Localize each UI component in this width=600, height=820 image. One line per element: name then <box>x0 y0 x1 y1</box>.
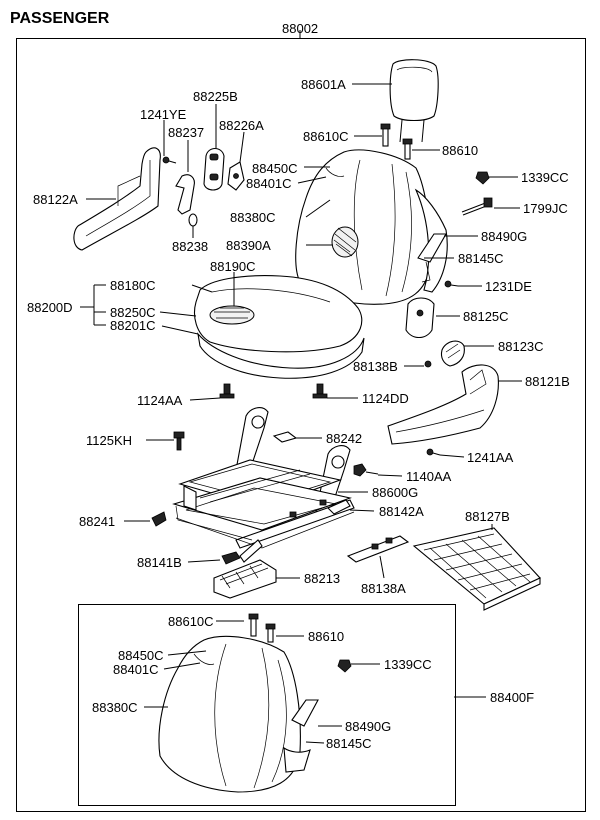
part-label-88238: 88238 <box>172 239 209 254</box>
bracket-88142a <box>327 499 351 515</box>
assembly-number-label: 88002 <box>282 21 319 36</box>
bolt-1140aa <box>353 463 379 477</box>
outer-frame <box>16 38 586 812</box>
part-label-88610: 88610 <box>442 143 479 158</box>
part-label-88125c: 88125C <box>463 309 509 324</box>
part-label-88490g: 88490G <box>481 229 528 244</box>
part-label-1339cc: 1339CC <box>521 170 569 185</box>
clip-1339cc <box>475 171 490 185</box>
clip-88242 <box>272 431 298 443</box>
part-label-88122a: 88122A <box>33 192 78 207</box>
part-label-88241: 88241 <box>79 514 116 529</box>
sub-part-label-88490g: 88490G <box>345 719 392 734</box>
sub-part-label-1339cc: 1339CC <box>384 657 432 672</box>
part-label-88201c: 88201C <box>110 318 156 333</box>
washer-88138b <box>424 360 432 368</box>
bolt-1124aa <box>219 383 235 399</box>
lever-88226a <box>227 161 245 191</box>
sub-assembly-number-label: 88400F <box>490 690 535 705</box>
sub-seat-back <box>158 635 319 793</box>
part-label-88138b: 88138B <box>353 359 398 374</box>
part-label-1799jc: 1799JC <box>523 201 568 216</box>
part-label-88237: 88237 <box>168 125 205 140</box>
lever-88123c <box>440 340 465 367</box>
part-label-88180c: 88180C <box>110 278 156 293</box>
part-label-88141b: 88141B <box>137 555 182 570</box>
part-label-88142a: 88142A <box>379 504 424 519</box>
recliner-cover-right <box>387 364 499 445</box>
seat-frame <box>172 407 355 549</box>
part-label-1241ye: 1241YE <box>140 107 187 122</box>
sub-part-label-88145c: 88145C <box>326 736 372 751</box>
headrest-guides <box>380 123 413 160</box>
tray-88213 <box>213 559 277 599</box>
clip-88241 <box>151 511 167 527</box>
part-label-88380c: 88380C <box>230 210 276 225</box>
wire-1799jc <box>461 197 493 216</box>
screw-1231de <box>444 280 459 288</box>
seat-cushion <box>193 275 365 379</box>
screw-1241aa <box>426 448 441 456</box>
sub-clip-1339cc <box>337 659 352 673</box>
back-board <box>417 233 447 283</box>
sub-assembly-frame <box>78 604 456 806</box>
part-label-88401c: 88401C <box>246 176 292 191</box>
seat-back <box>295 149 448 305</box>
part-label-88390a: 88390A <box>226 238 271 253</box>
rail-88138a <box>346 535 410 563</box>
screw-1241ye <box>162 156 177 164</box>
part-label-1124aa: 1124AA <box>137 393 183 408</box>
sub-headrest-guides <box>248 613 276 643</box>
part-label-88601a: 88601A <box>301 77 346 92</box>
part-label-88213: 88213 <box>304 571 341 586</box>
part-label-88250c: 88250C <box>110 305 156 320</box>
sub-part-label-88610: 88610 <box>308 629 345 644</box>
sub-part-label-88380c: 88380C <box>92 700 138 715</box>
part-label-88225b: 88225B <box>193 89 238 104</box>
part-label-88145c: 88145C <box>458 251 504 266</box>
part-label-1124dd: 1124DD <box>362 391 409 406</box>
headrest <box>389 59 439 143</box>
part-label-1140aa: 1140AA <box>406 469 452 484</box>
bracket-88141b <box>221 539 263 565</box>
knob-88238 <box>188 213 198 227</box>
part-label-88190c: 88190C <box>210 259 256 274</box>
part-label-88450c: 88450C <box>252 161 298 176</box>
part-label-88610c: 88610C <box>303 129 349 144</box>
bracket-88237 <box>175 174 195 215</box>
bolt-1124dd <box>312 383 328 399</box>
part-label-88138a: 88138A <box>361 581 406 596</box>
part-label-1241aa: 1241AA <box>467 450 514 465</box>
diagram-title: PASSENGER <box>10 10 110 27</box>
part-label-88226a: 88226A <box>219 118 264 133</box>
sub-part-label-88401c: 88401C <box>113 662 159 677</box>
part-label-1125kh: 1125KH <box>86 433 133 448</box>
part-label-88127b: 88127B <box>465 509 510 524</box>
mat-88127b <box>412 527 541 611</box>
cover-88125c <box>405 297 435 339</box>
part-label-1231de: 1231DE <box>485 279 532 294</box>
bolt-1125kh <box>173 431 185 451</box>
sub-part-label-88610c: 88610C <box>168 614 214 629</box>
part-label-88121b: 88121B <box>525 374 570 389</box>
handle-88225b <box>203 147 225 191</box>
sub-part-label-88450c: 88450C <box>118 648 164 663</box>
part-label-88600g: 88600G <box>372 485 419 500</box>
recliner-cover-left <box>73 147 161 251</box>
part-label-88200d: 88200D <box>27 300 73 315</box>
part-label-88123c: 88123C <box>498 339 544 354</box>
part-label-88242: 88242 <box>326 431 363 446</box>
